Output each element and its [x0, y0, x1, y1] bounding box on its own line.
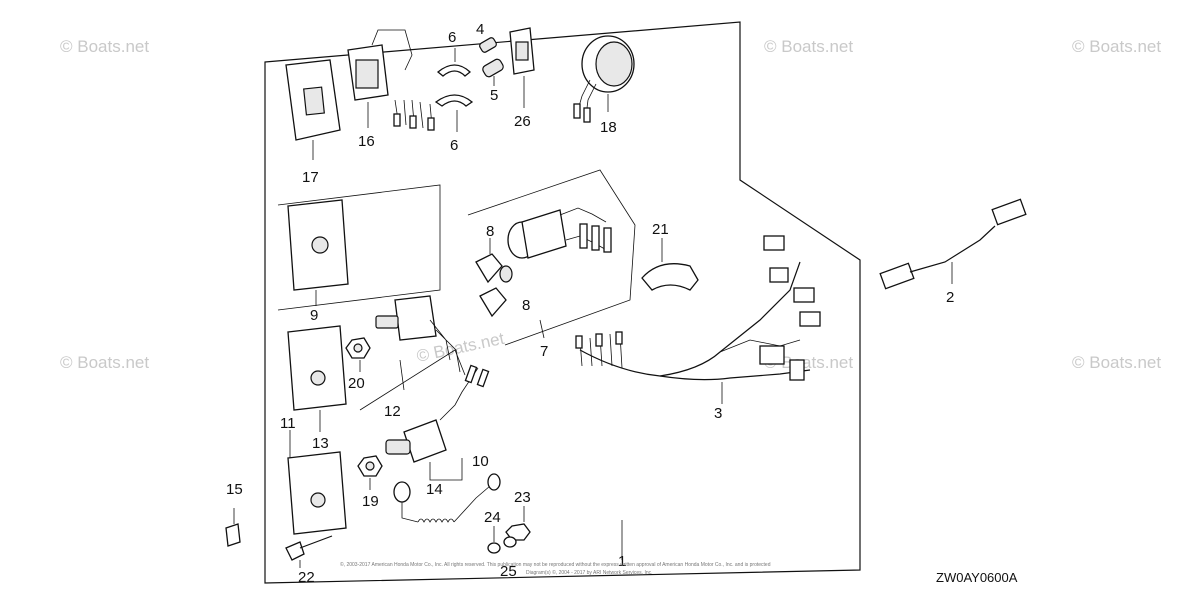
callout-1: 1: [618, 553, 626, 570]
part-23-nut: [505, 506, 531, 541]
part-6-clip-upper: [436, 48, 471, 77]
callout-24: 24: [484, 509, 501, 526]
callout-4: 4: [476, 21, 484, 38]
callout-15: 15: [226, 481, 243, 498]
watermark: © Boats.net: [1072, 353, 1161, 372]
copyright-line-2: Diagram(s) ©, 2004 - 2017 by ARI Network…: [526, 569, 653, 576]
assembly-outline: [264, 21, 861, 584]
part-10-stop-switch: [385, 364, 490, 481]
callout-8-upper: 8: [486, 223, 494, 240]
diagram-code: ZW0AY0600A: [936, 570, 1018, 585]
part-12-switch: [375, 295, 461, 391]
callout-26: 26: [514, 113, 531, 130]
callout-25: 25: [500, 563, 517, 580]
watermark: © Boats.net: [60, 37, 149, 56]
callout-17: 17: [302, 169, 319, 186]
part-5-sleeve: [482, 58, 504, 86]
part-20-nut: [345, 337, 371, 372]
callout-16: 16: [358, 133, 375, 150]
stop-switch-box: [359, 349, 466, 411]
watermark: © Boats.net: [764, 37, 853, 56]
callout-3: 3: [714, 405, 722, 422]
callout-13: 13: [312, 435, 329, 452]
callout-11: 11: [280, 415, 296, 432]
part-7-key-switch: [507, 207, 612, 339]
callout-19: 19: [362, 493, 379, 510]
part-22-screw: [285, 535, 333, 568]
callout-7: 7: [540, 343, 548, 360]
part-11-plate: [287, 430, 347, 535]
watermark: © Boats.net: [60, 353, 149, 372]
part-24-washer: [487, 526, 501, 554]
part-19-nut: [357, 455, 383, 490]
part-15-clip: [225, 508, 241, 547]
part-6-clip-lower: [434, 94, 474, 132]
watermark: © Boats.net: [764, 353, 853, 372]
part-16-connector: [347, 29, 435, 131]
part-2-harness: [879, 198, 1027, 290]
callout-6-lower: 6: [450, 137, 458, 154]
callout-20: 20: [348, 375, 365, 392]
part-18-buzzer: [573, 35, 635, 123]
watermark: © Boats.net: [1072, 37, 1161, 56]
callout-2: 2: [946, 289, 954, 306]
part-25-washer: [503, 536, 517, 548]
callout-14: 14: [426, 481, 443, 498]
callout-21: 21: [652, 221, 669, 238]
part-26-bracket: [509, 27, 535, 108]
callout-10: 10: [472, 453, 489, 470]
part-13-plate: [287, 325, 347, 432]
part-4-pin: [479, 37, 497, 53]
lanyard-cord: [393, 473, 501, 523]
callout-22: 22: [298, 569, 315, 586]
part-8-key-lower: [479, 265, 513, 318]
part-9-plate: [287, 199, 349, 306]
part-3-harness: [575, 235, 821, 404]
callout-5: 5: [490, 87, 498, 104]
part-8-key-upper: [475, 238, 503, 284]
callout-12: 12: [384, 403, 401, 420]
callout-6-upper: 6: [448, 29, 456, 46]
callout-23: 23: [514, 489, 531, 506]
part-21-clamp: [641, 238, 699, 291]
callout-9: 9: [310, 307, 318, 324]
switch-group-box: [277, 184, 441, 311]
callout-labels: 1 2 3 4 5 6 6 7 8 8 9 10 11 12 13 14 15 …: [226, 21, 954, 586]
callout-18: 18: [600, 119, 617, 136]
key-switch-box: [467, 169, 636, 346]
callout-8-lower: 8: [522, 297, 530, 314]
copyright-line-1: ©, 2003-2017 American Honda Motor Co., I…: [340, 561, 771, 568]
part-17-plate: [285, 59, 341, 160]
